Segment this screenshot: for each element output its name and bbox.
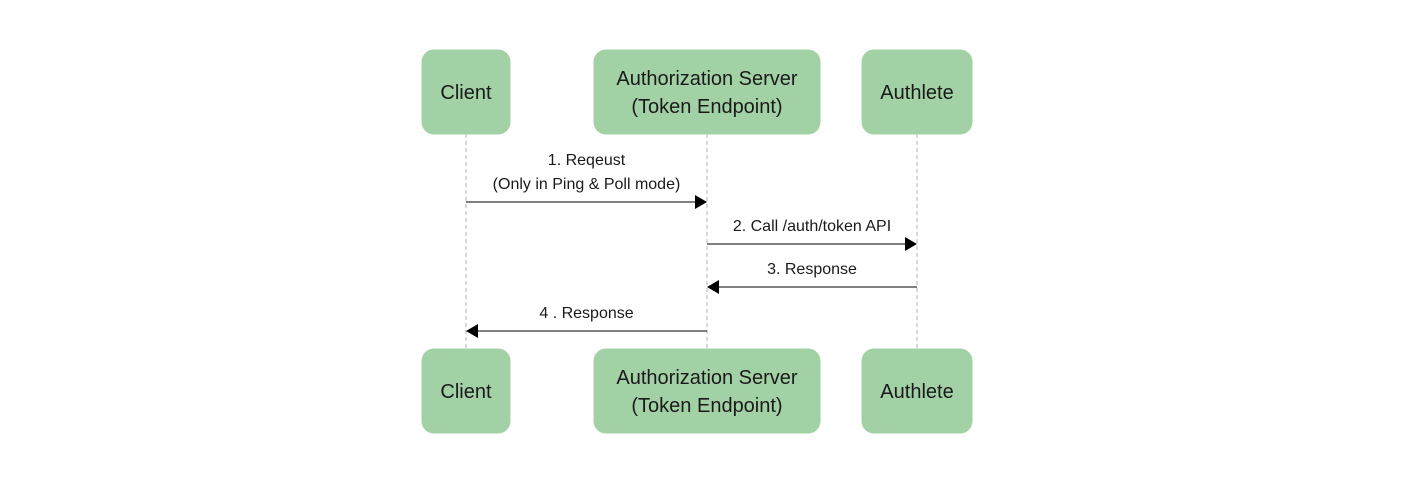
arrowhead [695,195,707,209]
message-label: 3. Response [767,261,857,278]
message-label: 1. Reqeust [548,152,626,169]
message-4: 4 . Response [466,305,707,338]
participants-top: Client Authorization Server (Token Endpoin… [421,49,973,135]
message-label: (Only in Ping & Poll mode) [493,176,681,193]
arrowhead [466,324,478,338]
participants-bottom: Client Authorization Server (Token Endpoin… [421,348,973,434]
arrowhead [905,237,917,251]
participant-authlete-bottom: Authlete [861,348,973,434]
participant-box [861,49,973,135]
participant-label: Authorization Server [616,68,798,90]
participant-box [593,49,821,135]
participant-authlete-top: Authlete [861,49,973,135]
participant-label: (Token Endpoint) [631,395,782,417]
participant-box [861,348,973,434]
participant-authorization-server-top: Authorization Server (Token Endpoint) [593,49,821,135]
participant-label: Authorization Server [616,367,798,389]
participant-label: Client [440,82,492,104]
messages: 1. Reqeust (Only in Ping & Poll mode) 2. C… [466,152,917,338]
message-label: 2. Call /auth/token API [733,218,891,235]
arrowhead [707,280,719,294]
participant-authorization-server-bottom: Authorization Server (Token Endpoint) [593,348,821,434]
participant-client-bottom: Client [421,348,511,434]
lifelines [465,134,918,349]
participant-label: Authlete [880,381,953,403]
participant-label: Client [440,381,492,403]
message-1: 1. Reqeust (Only in Ping & Poll mode) [466,152,707,209]
participant-box [421,348,511,434]
participant-label: (Token Endpoint) [631,96,782,118]
participant-box [593,348,821,434]
message-3: 3. Response [707,261,917,294]
participant-label: Authlete [880,82,953,104]
message-label: 4 . Response [539,305,633,322]
message-2: 2. Call /auth/token API [707,218,917,251]
participant-box [421,49,511,135]
participant-client-top: Client [421,49,511,135]
